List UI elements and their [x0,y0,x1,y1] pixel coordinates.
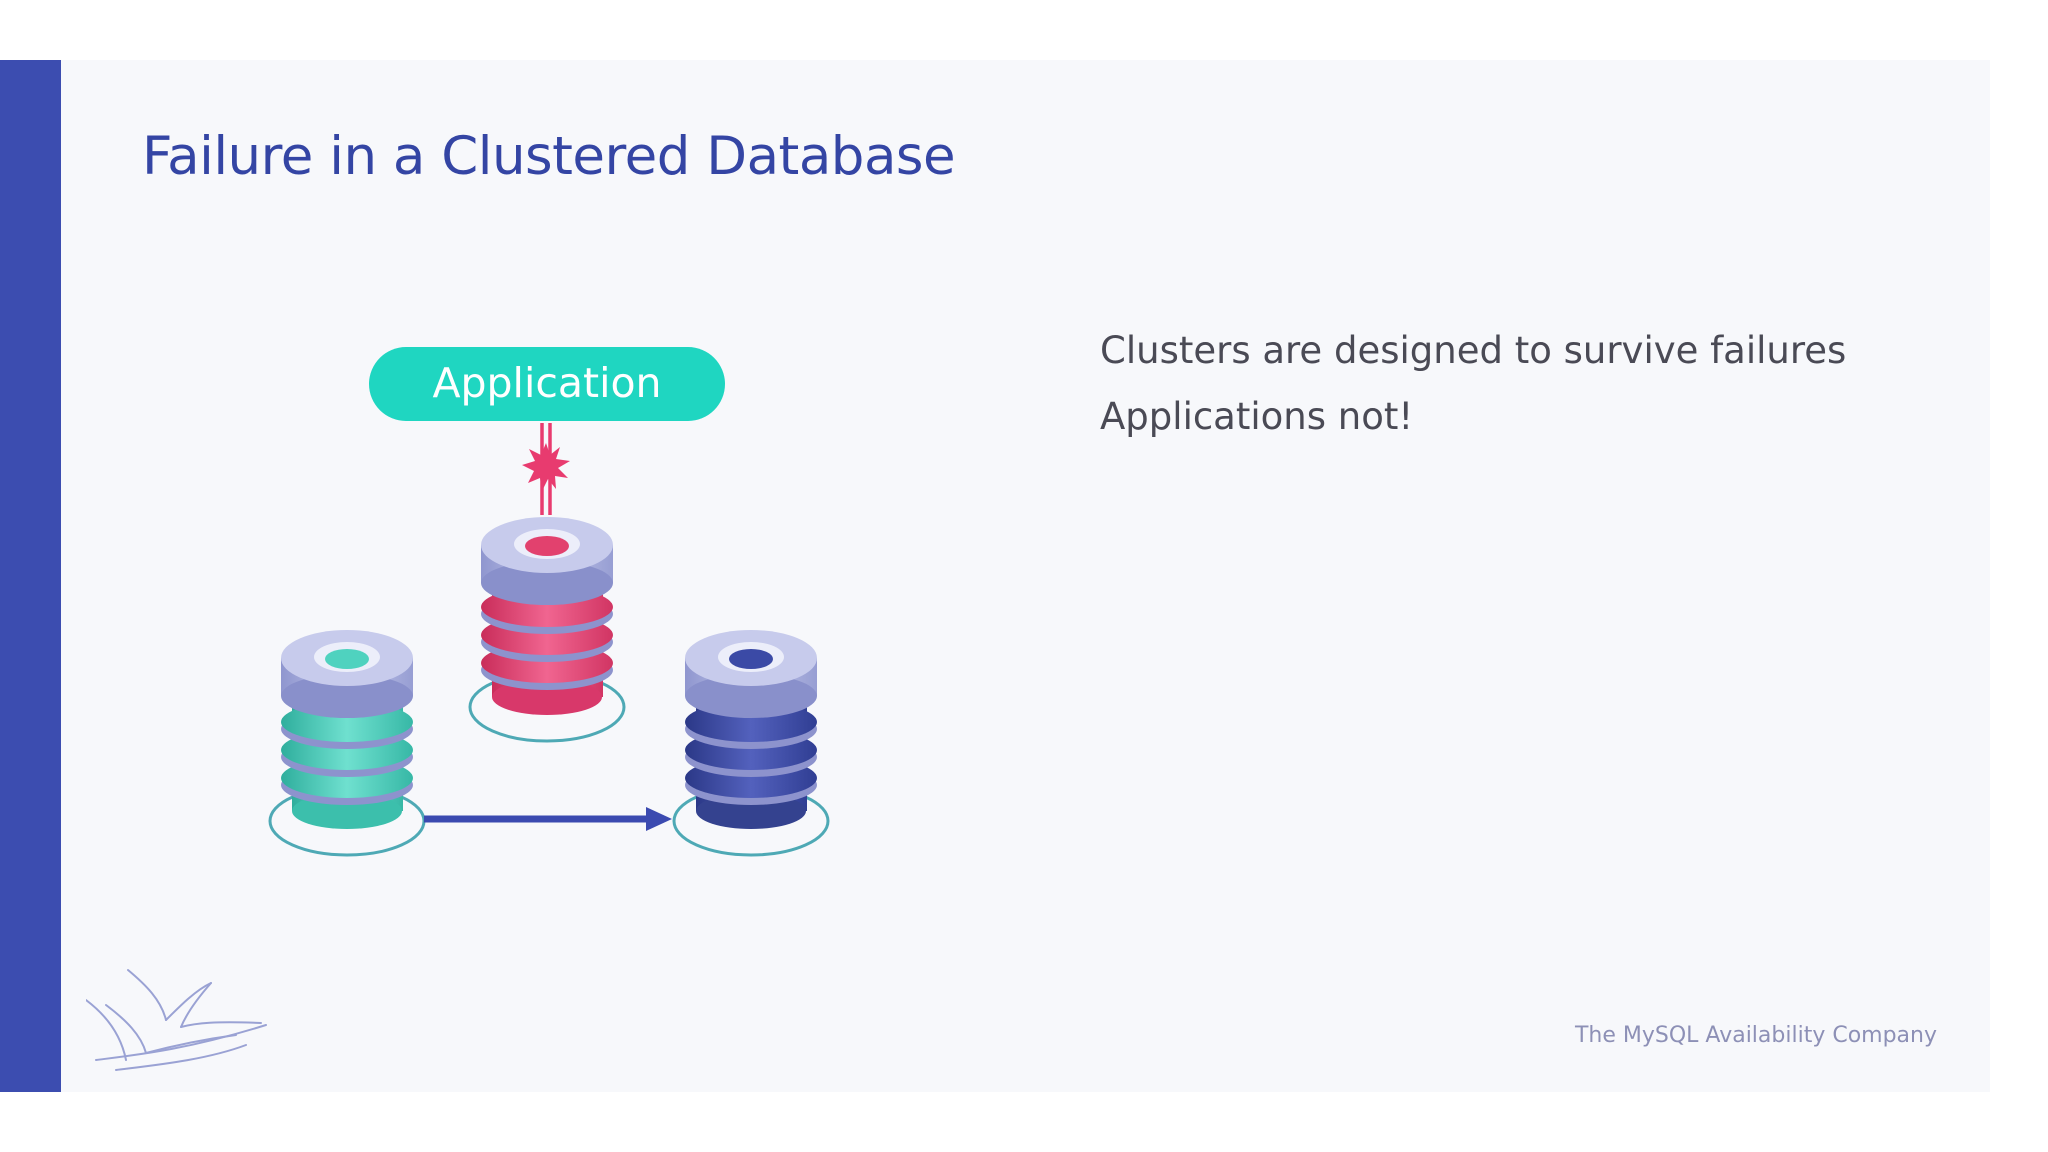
birds-logo-icon [86,969,267,1071]
slide-title: Failure in a Clustered Database [142,126,956,187]
burst-icon [522,443,570,491]
replica-database-node-left [268,630,426,857]
application-box: Application [369,347,725,421]
cluster-diagram: Application [268,347,830,857]
failed-database-node [468,517,626,743]
slide: Failure in a Clustered Database [0,60,1990,1092]
footer-tagline: The MySQL Availability Company [1574,1023,1937,1048]
bullet-item: Applications not! [1100,395,1414,438]
application-label: Application [432,359,661,407]
accent-bar [0,60,61,1092]
bullet-item: Clusters are designed to survive failure… [1100,329,1847,372]
bullet-list: Clusters are designed to survive failure… [1100,318,1846,450]
arrow-right-icon [424,807,672,831]
replica-database-node-right [672,630,830,857]
failed-connection [522,423,570,515]
